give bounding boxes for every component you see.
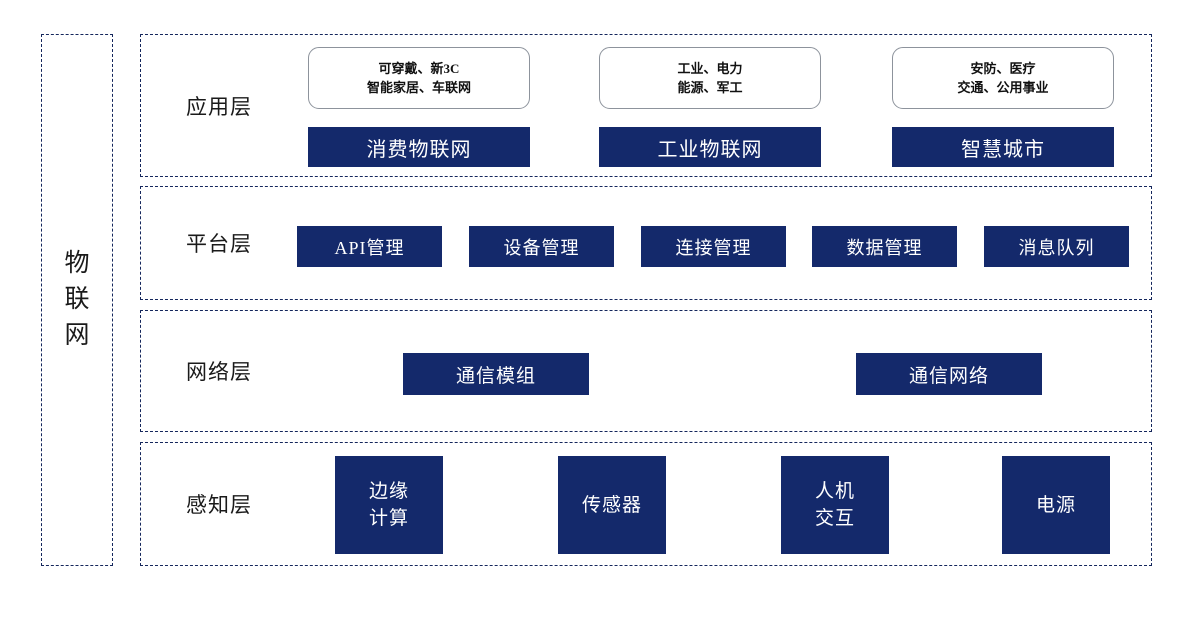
platform-block-device-management[interactable]: 设备管理 <box>469 226 614 267</box>
layer-network: 网络层 通信模组 通信网络 <box>140 310 1152 432</box>
layer-perception: 感知层 边缘 计算 传感器 人机 交互 电源 <box>140 442 1152 566</box>
application-block-industrial-iot[interactable]: 工业物联网 <box>599 127 821 167</box>
descriptor-line: 工业、电力 <box>677 61 743 76</box>
block-line: 计算 <box>368 508 409 529</box>
layer-platform-label: 平台层 <box>186 232 252 256</box>
perception-block-sensor[interactable]: 传感器 <box>558 456 666 554</box>
application-block-smart-city[interactable]: 智慧城市 <box>892 127 1114 167</box>
application-descriptor-consumer: 可穿戴、新3C 智能家居、车联网 <box>308 47 530 109</box>
layer-platform: 平台层 API管理 设备管理 连接管理 数据管理 消息队列 <box>140 186 1152 300</box>
block-line: 传感器 <box>581 494 642 516</box>
iot-root-container: 物 联 网 <box>41 34 113 566</box>
network-block-communication-network[interactable]: 通信网络 <box>856 353 1042 395</box>
platform-block-connection-management[interactable]: 连接管理 <box>641 226 786 267</box>
perception-block-power-supply[interactable]: 电源 <box>1002 456 1110 554</box>
platform-block-data-management[interactable]: 数据管理 <box>812 226 957 267</box>
block-line: 边缘 <box>368 481 409 502</box>
layer-network-label: 网络层 <box>186 360 252 384</box>
descriptor-line: 可穿戴、新3C <box>378 61 460 76</box>
descriptor-line: 安防、医疗 <box>970 61 1036 76</box>
layer-application-label: 应用层 <box>186 94 252 119</box>
perception-block-edge-computing[interactable]: 边缘 计算 <box>335 456 443 554</box>
block-line: 交互 <box>814 508 855 529</box>
iot-root-label-char-3: 网 <box>64 322 90 349</box>
descriptor-line: 能源、军工 <box>677 80 743 95</box>
descriptor-line: 交通、公用事业 <box>957 80 1049 95</box>
application-block-consumer-iot[interactable]: 消费物联网 <box>308 127 530 167</box>
layer-application: 应用层 可穿戴、新3C 智能家居、车联网 工业、电力 能源、军工 安防、医疗 交… <box>140 34 1152 177</box>
platform-block-message-queue[interactable]: 消息队列 <box>984 226 1129 267</box>
iot-root-label-char-1: 物 <box>64 250 90 277</box>
block-line: 电源 <box>1035 494 1076 516</box>
application-descriptor-industrial: 工业、电力 能源、军工 <box>599 47 821 109</box>
platform-block-api-management[interactable]: API管理 <box>297 226 442 267</box>
perception-block-human-machine-interaction[interactable]: 人机 交互 <box>781 456 889 554</box>
iot-root-label: 物 联 网 <box>63 246 91 354</box>
layer-perception-label: 感知层 <box>186 493 252 517</box>
network-block-communication-module[interactable]: 通信模组 <box>403 353 589 395</box>
iot-root-label-char-2: 联 <box>64 286 90 313</box>
descriptor-line: 智能家居、车联网 <box>366 80 471 95</box>
block-line: 人机 <box>814 481 855 502</box>
application-descriptor-city: 安防、医疗 交通、公用事业 <box>892 47 1114 109</box>
